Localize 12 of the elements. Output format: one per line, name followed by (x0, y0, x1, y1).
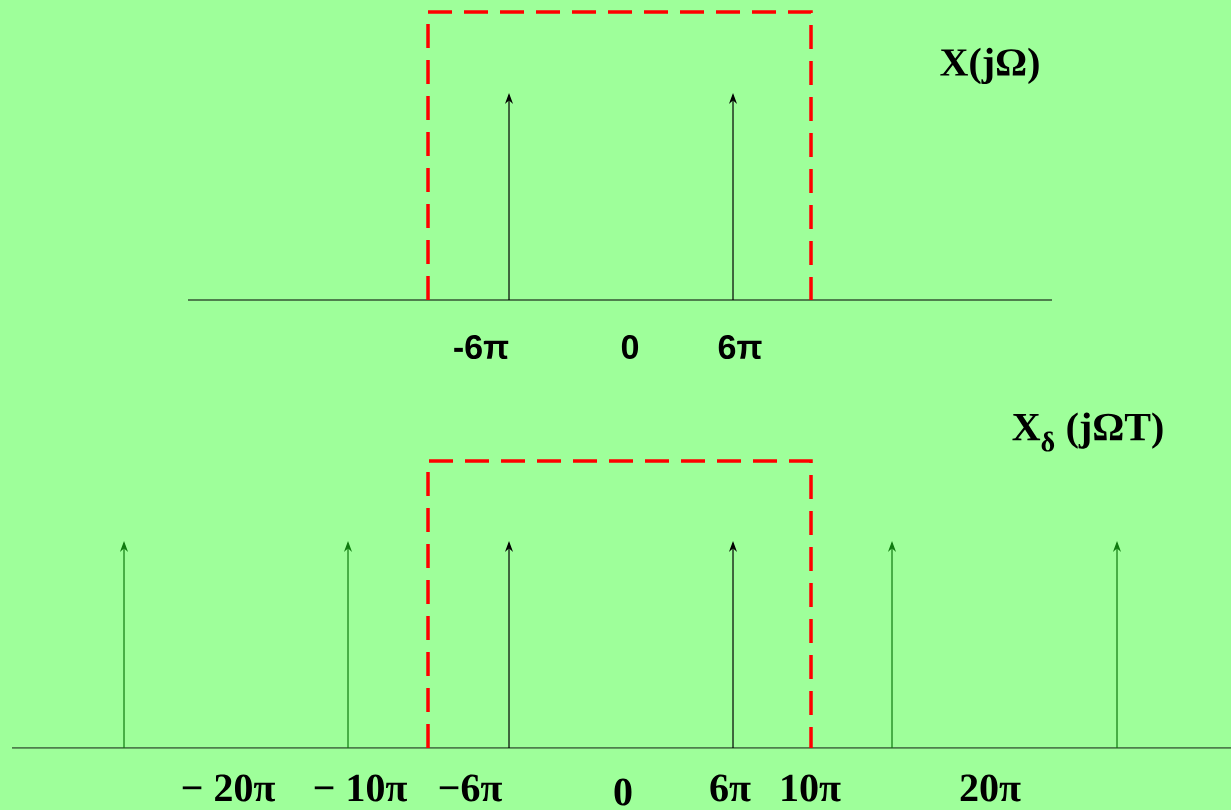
tick-label: −6π (439, 774, 502, 802)
tick-label: 20π (960, 774, 1021, 802)
tick-label: − 20π (182, 774, 275, 802)
tick-label: -6π (454, 334, 509, 359)
tick-label: − 10π (314, 774, 407, 802)
tick-label: 0 (621, 334, 639, 359)
tick-label: 10π (782, 774, 841, 802)
tick-label: 6π (718, 334, 762, 359)
plot-title: X$_{δ}$ (jΩT) (1012, 412, 1163, 452)
plot-title: X(jΩ) (940, 47, 1039, 85)
tick-label: 6π (710, 774, 751, 802)
tick-label: 0 (614, 778, 632, 806)
